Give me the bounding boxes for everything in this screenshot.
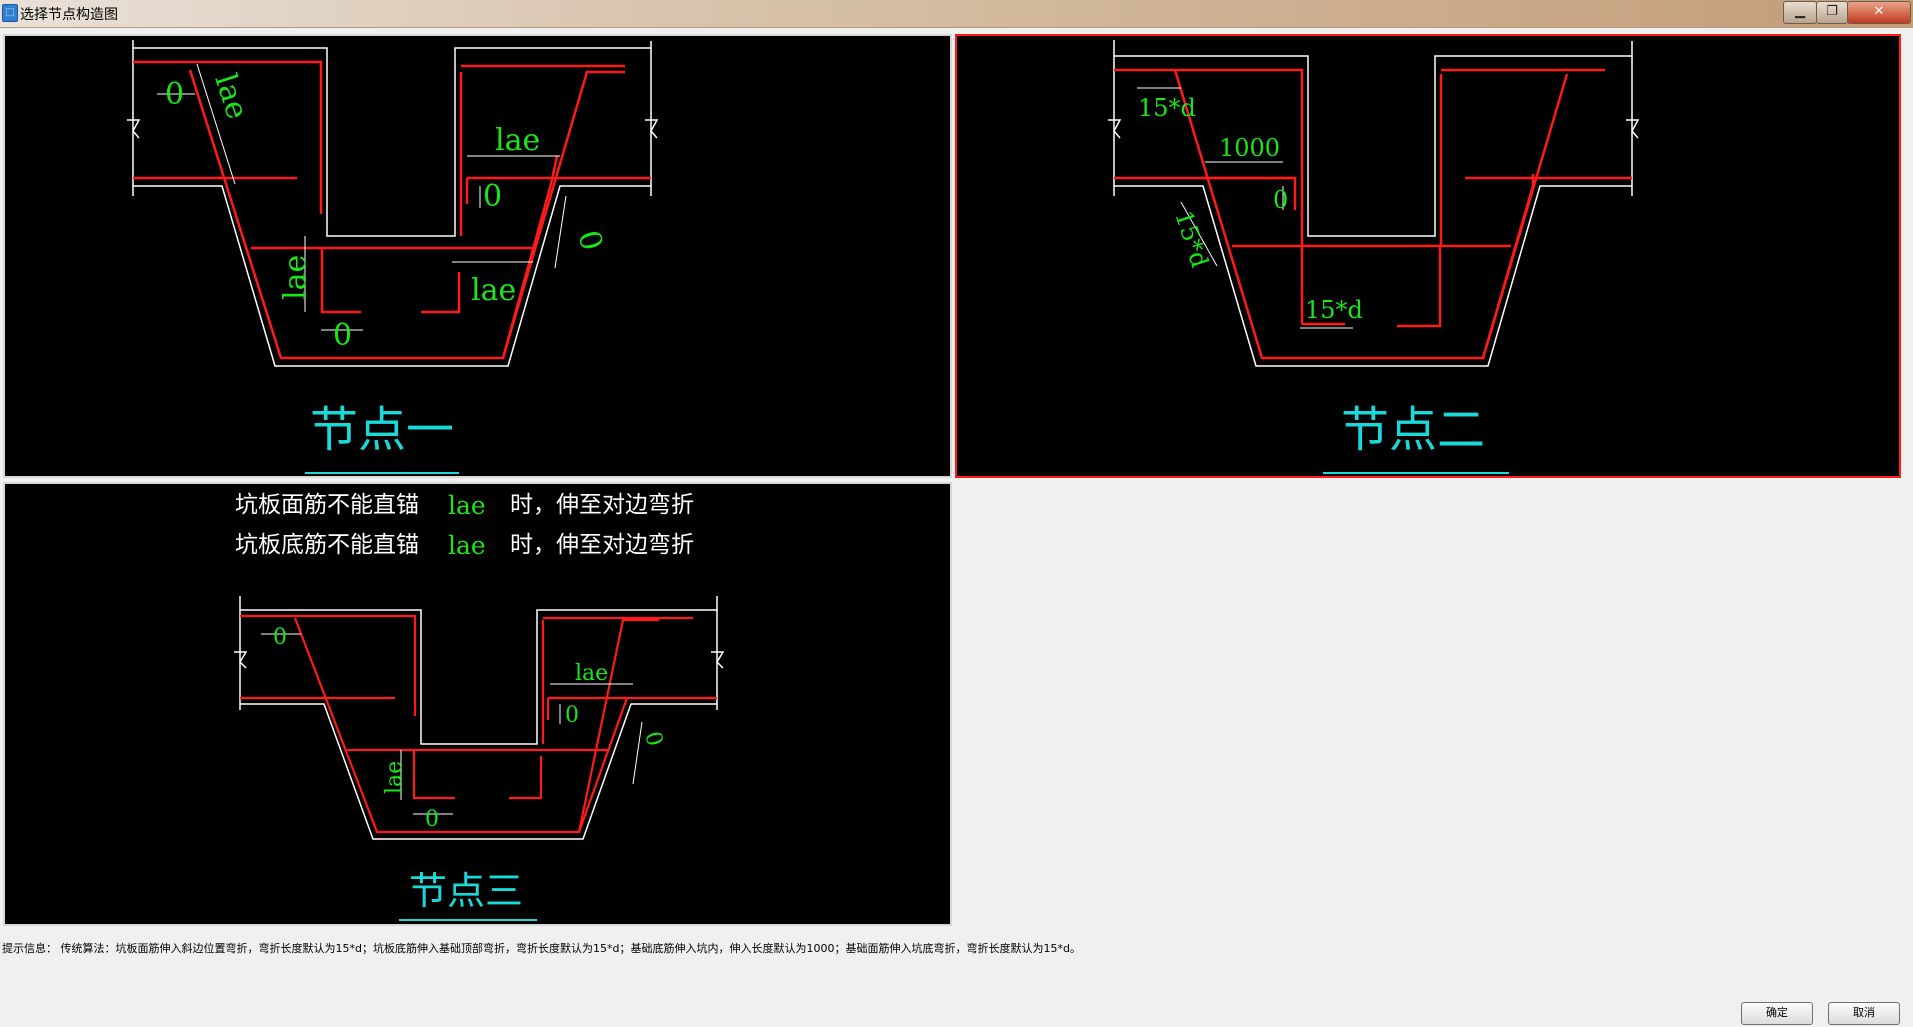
- node2-15d-slope: 15*d: [1169, 207, 1214, 271]
- node3-note2-a: 坑板底筋不能直锚: [235, 532, 419, 558]
- node1-zero-r: 0: [483, 179, 502, 214]
- node2-1000: 1000: [1219, 134, 1280, 162]
- node3-zero-rs: 0: [639, 729, 667, 749]
- node2-rebar: [1114, 68, 1632, 360]
- node2-zero: 0: [1273, 186, 1288, 214]
- cancel-button[interactable]: 取消: [1828, 1002, 1900, 1025]
- node3-note2-c: 时，伸至对边弯折: [510, 532, 694, 558]
- node3-lae-r: lae: [575, 661, 608, 686]
- node2-panel[interactable]: 15*d 1000 0 15*d 15*d 节点二: [955, 34, 1901, 478]
- hint-text: 提示信息： 传统算法：坑板面筋伸入斜边位置弯折，弯折长度默认为15*d；坑板底筋…: [2, 942, 1081, 955]
- node3-diagram: 坑板面筋不能直锚 lae 时，伸至对边弯折 坑板底筋不能直锚 lae 时，伸至对…: [234, 491, 725, 921]
- node1-lae-slope: lae: [207, 70, 254, 124]
- title-bar: ⬚ 选择节点构造图 ▁ ❐ ✕: [0, 0, 1913, 28]
- node1-zero-tl: 0: [165, 77, 184, 112]
- minimize-button[interactable]: ▁: [1783, 1, 1817, 24]
- node1-dims: [157, 63, 567, 331]
- node2-outline: [1108, 40, 1640, 367]
- node3-note1-c: 时，伸至对边弯折: [510, 492, 694, 518]
- ok-button[interactable]: 确定: [1741, 1002, 1813, 1025]
- node3-zero-tl: 0: [273, 625, 287, 650]
- node3-zero-b: 0: [425, 807, 439, 832]
- node1-zero-rs: 0: [570, 227, 609, 255]
- node2-dims: [1137, 87, 1353, 329]
- node3-note1-a: 坑板面筋不能直锚: [235, 492, 419, 518]
- node3-panel[interactable]: 坑板面筋不能直锚 lae 时，伸至对边弯折 坑板底筋不能直锚 lae 时，伸至对…: [3, 482, 952, 926]
- node1-outline: [127, 40, 659, 367]
- node3-notes: 坑板面筋不能直锚 lae 时，伸至对边弯折 坑板底筋不能直锚 lae 时，伸至对…: [235, 491, 694, 560]
- node1-diagram: 0 lae lae 0 0 lae lae 0 节点一: [127, 40, 659, 474]
- node1-caption: 节点一: [310, 402, 454, 458]
- node1-zero-b: 0: [333, 318, 352, 353]
- node3-dim-labels: 0 lae 0 0 lae 0: [273, 625, 667, 832]
- node3-note1-b: lae: [448, 491, 486, 520]
- node3-outline: [234, 596, 725, 840]
- app-icon: ⬚: [2, 4, 18, 22]
- node3-note2-b: lae: [448, 531, 486, 560]
- node1-lae-right-low: lae: [471, 273, 516, 308]
- node2-dim-labels: 15*d 1000 0 15*d 15*d: [1138, 94, 1363, 324]
- node1-lae-left: lae: [278, 255, 313, 300]
- node2-diagram: 15*d 1000 0 15*d 15*d 节点二: [1108, 40, 1640, 474]
- window-title: 选择节点构造图: [20, 7, 118, 23]
- node3-caption: 节点三: [409, 869, 523, 913]
- node3-lae-left: lae: [382, 761, 407, 794]
- node3-dims: [261, 633, 643, 815]
- node2-15d-bottom: 15*d: [1305, 296, 1363, 324]
- node1-panel[interactable]: 0 lae lae 0 0 lae lae 0 节点一: [3, 34, 952, 478]
- node1-rebar: [133, 60, 651, 360]
- node1-lae-right: lae: [495, 123, 540, 158]
- close-button[interactable]: ✕: [1847, 1, 1911, 24]
- node3-rebar: [240, 614, 717, 834]
- node2-15d-tl: 15*d: [1138, 94, 1196, 122]
- maximize-button[interactable]: ❐: [1816, 1, 1848, 24]
- node2-caption: 节点二: [1341, 402, 1485, 458]
- node3-zero-r: 0: [565, 703, 579, 728]
